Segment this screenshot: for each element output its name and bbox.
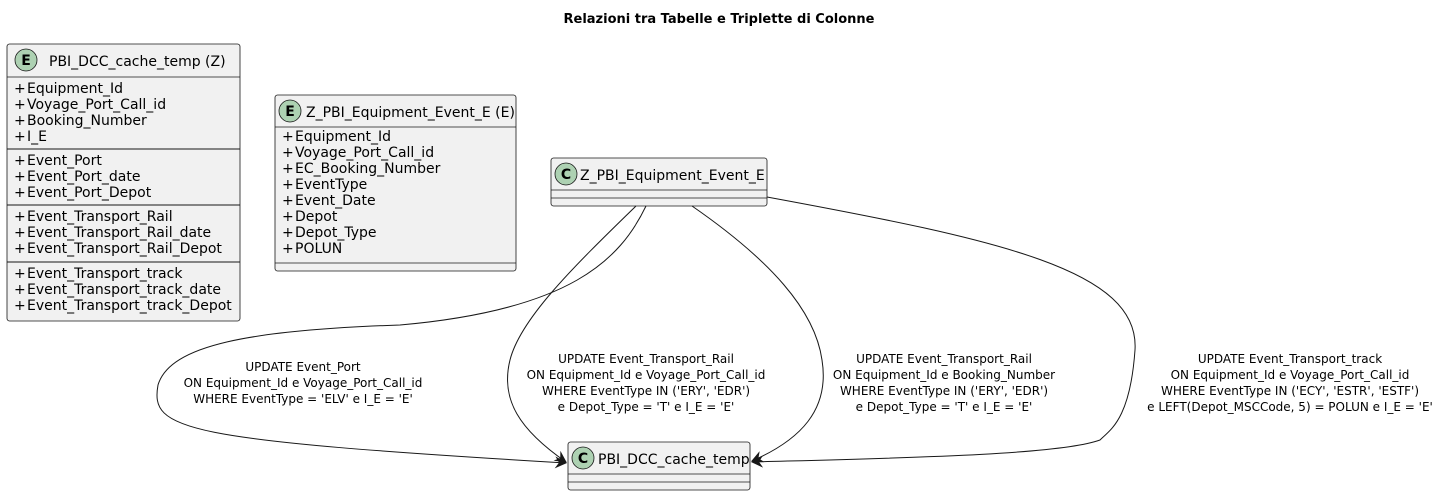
attribute-visibility-marker: +	[282, 161, 294, 177]
relation-label: UPDATE Event_Transport_track ON Equipment…	[1147, 352, 1433, 414]
attribute-name: Event_Transport_Rail	[27, 209, 173, 225]
relation-label-line: WHERE EventType = 'ELV' e I_E = 'E'	[193, 392, 413, 406]
relation-edges	[156, 196, 1136, 469]
entity-box	[6, 43, 241, 322]
relation-label-line: UPDATE Event_Transport_track	[1198, 352, 1382, 366]
attribute-name: Equipment_Id	[295, 129, 391, 145]
attribute-visibility-marker: +	[14, 113, 26, 129]
class-name: Z_PBI_Equipment_Event_E	[580, 168, 765, 184]
class-z-pbi-equipment-event-e: C Z_PBI_Equipment_Event_E	[550, 157, 768, 207]
attribute-name: EC_Booking_Number	[295, 161, 441, 177]
entity-badge-letter: E	[21, 53, 31, 69]
attribute-name: EventType	[295, 177, 367, 193]
relation-label: UPDATE Event_Transport_Rail ON Equipment_…	[833, 352, 1055, 414]
relation-label-line: e LEFT(Depot_MSCCode, 5) = POLUN e I_E =…	[1147, 400, 1433, 414]
attribute-name: Depot	[295, 209, 338, 225]
class-pbi-dcc-cache-temp: C PBI_DCC_cache_temp	[567, 441, 751, 491]
attribute-name: Event_Transport_Rail_Depot	[27, 241, 222, 257]
attribute-name: Event_Port	[27, 153, 102, 169]
attribute-name: Booking_Number	[27, 113, 147, 129]
attribute-group: +Equipment_Id+Voyage_Port_Call_id+EC_Boo…	[282, 129, 441, 257]
class-box	[550, 157, 768, 207]
attribute-visibility-marker: +	[14, 225, 26, 241]
relation-edge-transport-rail-voyage	[506, 205, 637, 463]
attribute-visibility-marker: +	[14, 169, 26, 185]
attribute-visibility-marker: +	[282, 193, 294, 209]
attribute-visibility-marker: +	[282, 145, 294, 161]
attribute-visibility-marker: +	[282, 177, 294, 193]
entity-name: PBI_DCC_cache_temp (Z)	[49, 54, 226, 70]
class-badge-letter: C	[578, 451, 588, 467]
attribute-name: Event_Port_date	[27, 169, 140, 185]
diagram-title: Relazioni tra Tabelle e Triplette di Col…	[564, 12, 875, 27]
attribute-visibility-marker: +	[14, 282, 26, 298]
attribute-name: Depot_Type	[295, 225, 377, 241]
relation-label-line: WHERE EventType IN ('ECY', 'ESTR', 'ESTF…	[1161, 384, 1419, 398]
relation-edge-transport-track	[751, 196, 1136, 468]
class-badge-icon: C	[554, 162, 578, 186]
entity-pbi-dcc-cache-temp: E PBI_DCC_cache_temp (Z) +Equipment_Id+V…	[6, 43, 241, 322]
attribute-name: Equipment_Id	[27, 81, 123, 97]
attribute-name: Voyage_Port_Call_id	[295, 145, 434, 161]
attribute-group: +Event_Transport_track+Event_Transport_t…	[14, 266, 232, 314]
entity-z-pbi-equipment-event-e: E Z_PBI_Equipment_Event_E (E) +Equipment…	[274, 94, 517, 272]
relation-label-line: WHERE EventType IN ('ERY', 'EDR')	[542, 384, 750, 398]
relation-label-line: UPDATE Event_Transport_Rail	[856, 352, 1032, 366]
relation-labels: UPDATE Event_Port ON Equipment_Id e Voyag…	[184, 352, 1433, 414]
entity-name: Z_PBI_Equipment_Event_E (E)	[306, 105, 515, 121]
relation-label-line: ON Equipment_Id e Booking_Number	[833, 368, 1055, 382]
attribute-visibility-marker: +	[14, 266, 26, 282]
relation-edge-event-port	[156, 205, 647, 469]
entity-badge-icon: E	[278, 99, 302, 123]
entity-badge-letter: E	[285, 104, 295, 120]
relation-label-line: ON Equipment_Id e Voyage_Port_Call_id	[1171, 368, 1410, 382]
attribute-group: +Equipment_Id+Voyage_Port_Call_id+Bookin…	[14, 81, 166, 145]
attribute-visibility-marker: +	[14, 129, 26, 145]
entity-box	[274, 94, 517, 272]
attribute-name: Voyage_Port_Call_id	[27, 97, 166, 113]
class-name: PBI_DCC_cache_temp	[598, 452, 750, 468]
attribute-visibility-marker: +	[14, 185, 26, 201]
relation-label: UPDATE Event_Port ON Equipment_Id e Voyag…	[184, 360, 423, 406]
attribute-visibility-marker: +	[14, 209, 26, 225]
relation-label-line: ON Equipment_Id e Voyage_Port_Call_id	[527, 368, 766, 382]
relation-label-line: e Depot_Type = 'T' e I_E = 'E'	[856, 400, 1033, 414]
attribute-name: Event_Transport_track_Depot	[27, 298, 232, 314]
attribute-visibility-marker: +	[282, 129, 294, 145]
attribute-visibility-marker: +	[282, 225, 294, 241]
attribute-visibility-marker: +	[14, 153, 26, 169]
relation-label-line: WHERE EventType IN ('ERY', 'EDR')	[840, 384, 1048, 398]
relation-label-line: UPDATE Event_Transport_Rail	[558, 352, 734, 366]
class-box	[567, 441, 751, 491]
attribute-group: +Event_Transport_Rail+Event_Transport_Ra…	[14, 209, 222, 257]
relation-edge-transport-rail-booking	[691, 205, 824, 463]
attribute-group: +Event_Port+Event_Port_date+Event_Port_D…	[14, 153, 152, 201]
attribute-name: Event_Transport_track	[27, 266, 183, 282]
attribute-name: Event_Date	[295, 193, 376, 209]
attribute-visibility-marker: +	[282, 241, 294, 257]
relation-label-line: ON Equipment_Id e Voyage_Port_Call_id	[184, 376, 423, 390]
attribute-visibility-marker: +	[14, 241, 26, 257]
attribute-name: Event_Transport_track_date	[27, 282, 221, 298]
attribute-name: Event_Port_Depot	[27, 185, 152, 201]
relation-label-line: e Depot_Type = 'T' e I_E = 'E'	[558, 400, 735, 414]
attribute-visibility-marker: +	[14, 298, 26, 314]
attribute-name: POLUN	[295, 241, 342, 257]
relation-label-line: UPDATE Event_Port	[245, 360, 361, 374]
entity-badge-icon: E	[14, 48, 38, 72]
relation-label: UPDATE Event_Transport_Rail ON Equipment_…	[527, 352, 766, 414]
class-badge-letter: C	[561, 167, 571, 183]
attribute-visibility-marker: +	[14, 97, 26, 113]
attribute-name: Event_Transport_Rail_date	[27, 225, 211, 241]
attribute-name: I_E	[27, 129, 47, 145]
class-badge-icon: C	[571, 446, 595, 470]
attribute-visibility-marker: +	[14, 81, 26, 97]
attribute-visibility-marker: +	[282, 209, 294, 225]
